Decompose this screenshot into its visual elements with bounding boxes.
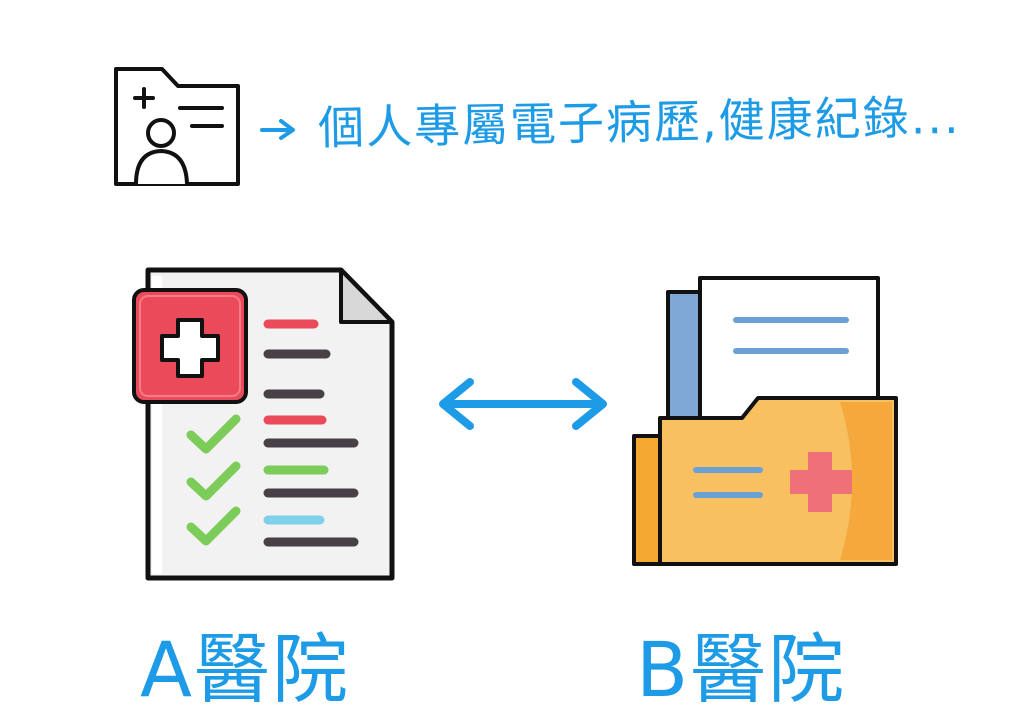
hospital-a-label: A醫院 (140, 625, 350, 714)
patient-folder-icon (114, 67, 240, 186)
hospital-b-label: B醫院 (636, 625, 847, 714)
arrow-right-icon (260, 119, 295, 140)
caption-text: 個人專屬電子病歷,健康紀錄... (317, 89, 961, 155)
double-arrow-icon (439, 378, 607, 430)
medical-document-icon (132, 267, 395, 581)
medical-folder-b-icon (632, 276, 898, 566)
